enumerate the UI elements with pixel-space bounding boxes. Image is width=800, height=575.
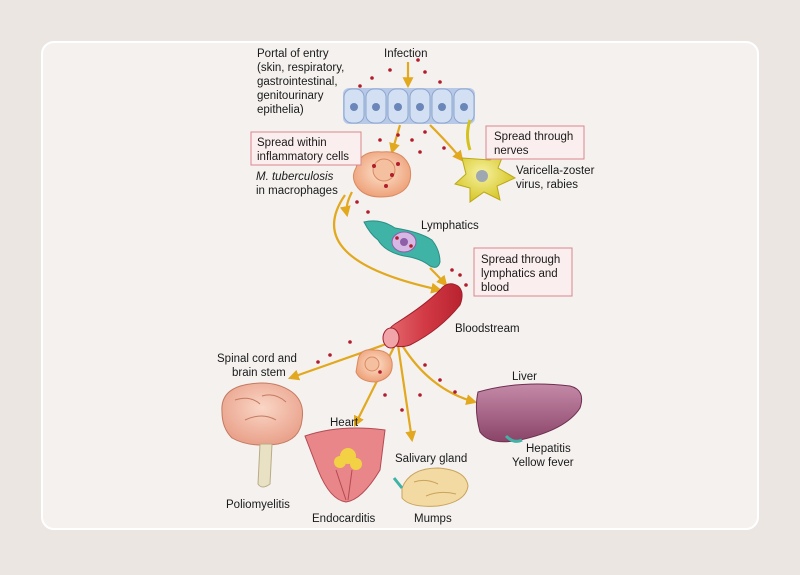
hepatitis-line-1: Hepatitis bbox=[526, 443, 571, 455]
brain bbox=[221, 382, 303, 488]
portal-line-1: Portal of entry bbox=[257, 48, 329, 60]
flow-arrows bbox=[287, 62, 478, 443]
portal-line-2: (skin, respiratory, bbox=[257, 62, 344, 74]
varicella-line-1: Varicella-zoster bbox=[516, 165, 595, 177]
salivary-gland bbox=[392, 467, 469, 507]
mumps-label: Mumps bbox=[414, 513, 452, 525]
blood-vessel bbox=[382, 283, 463, 349]
spread-inflammatory-line-1: Spread within bbox=[257, 137, 327, 149]
lymphatic-vessel bbox=[363, 220, 441, 268]
macrophage-cell bbox=[352, 151, 412, 198]
spread-nerves-line-1: Spread through bbox=[494, 131, 573, 143]
label-box-nerves bbox=[485, 125, 585, 160]
heart bbox=[304, 427, 386, 503]
spread-nerves-line-2: nerves bbox=[494, 145, 529, 157]
portal-line-4: genitourinary bbox=[257, 90, 324, 102]
spinal-line-2: brain stem bbox=[232, 367, 286, 379]
bloodstream-label: Bloodstream bbox=[455, 323, 520, 335]
hepatitis-line-2: Yellow fever bbox=[512, 457, 574, 469]
spinal-line-1: Spinal cord and bbox=[217, 353, 297, 365]
portal-label: Portal of entry (skin, respiratory, gast… bbox=[257, 48, 344, 116]
endocarditis-label: Endocarditis bbox=[312, 513, 376, 525]
varicella-line-2: virus, rabies bbox=[516, 179, 578, 191]
spread-lymph-line-3: blood bbox=[481, 282, 509, 294]
microbes bbox=[316, 58, 468, 412]
infection-label: Infection bbox=[384, 48, 427, 60]
poliomyelitis-label: Poliomyelitis bbox=[226, 499, 290, 511]
liver-label: Liver bbox=[512, 371, 537, 383]
spread-inflammatory-line-2: inflammatory cells bbox=[257, 151, 349, 163]
spread-lymph-line-2: lymphatics and bbox=[481, 268, 558, 280]
label-box-lymph-blood bbox=[473, 247, 573, 297]
label-box-inflammatory bbox=[250, 131, 362, 166]
heart-label: Heart bbox=[330, 417, 359, 429]
spread-lymph-line-1: Spread through bbox=[481, 254, 560, 266]
tuberculosis-line-2: in macrophages bbox=[256, 185, 338, 197]
salivary-label: Salivary gland bbox=[395, 453, 467, 465]
portal-line-3: gastrointestinal, bbox=[257, 76, 338, 88]
tuberculosis-line-1: M. tuberculosis bbox=[256, 171, 334, 183]
lymphatics-label: Lymphatics bbox=[421, 220, 479, 232]
liver bbox=[475, 383, 583, 443]
epithelium-cells bbox=[343, 88, 475, 124]
macrophage-cell-small bbox=[355, 349, 393, 383]
portal-line-5: epithelia) bbox=[257, 104, 304, 116]
